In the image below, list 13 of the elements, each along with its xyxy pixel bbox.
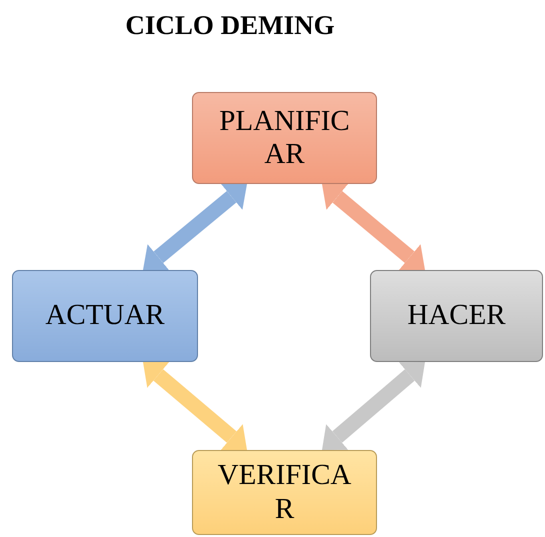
- box-label: VERIFICAR: [216, 459, 352, 526]
- box-label: HACER: [406, 299, 507, 333]
- double-arrow: [322, 362, 425, 450]
- process-box: [370, 270, 543, 362]
- double-arrow: [322, 184, 425, 270]
- process-box: [12, 270, 198, 362]
- process-box: [192, 92, 377, 184]
- title: CICLO DEMING: [124, 10, 336, 41]
- box-label: PLANIFICAR: [218, 104, 351, 172]
- double-arrow: [143, 184, 247, 270]
- double-arrow: [143, 362, 247, 450]
- process-box: [192, 450, 377, 535]
- box-label: ACTUAR: [44, 299, 166, 333]
